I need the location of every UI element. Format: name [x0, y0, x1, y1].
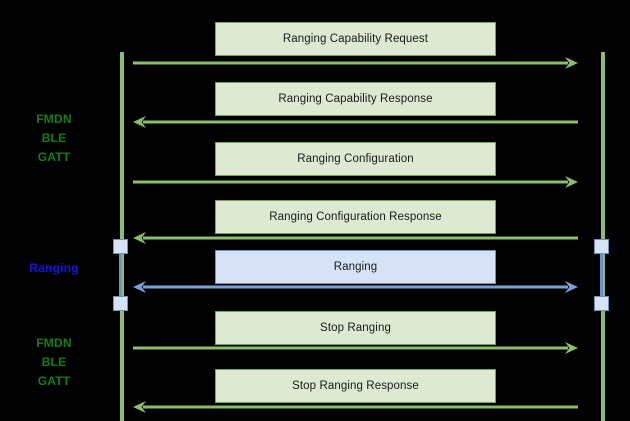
message-arrow-ranging-configuration	[133, 175, 578, 189]
phase-label-line: GATT	[37, 374, 71, 388]
message-label: Stop Ranging	[320, 322, 391, 334]
message-box-stop-ranging[interactable]: Stop Ranging	[215, 311, 496, 345]
message-arrow-ranging-configuration-response	[133, 231, 578, 245]
message-arrow-ranging-capability-response	[133, 115, 578, 129]
message-arrow-ranging-capability-request	[133, 56, 578, 70]
activation-right-start	[594, 239, 609, 254]
message-box-ranging-capability-request[interactable]: Ranging Capability Request	[215, 22, 496, 56]
message-box-ranging-configuration-response[interactable]: Ranging Configuration Response	[215, 200, 496, 234]
right-lifeline	[601, 52, 605, 421]
message-box-stop-ranging-response[interactable]: Stop Ranging Response	[215, 369, 496, 403]
message-arrow-stop-ranging	[133, 341, 578, 355]
phase-label-line: FMDN	[36, 112, 72, 126]
phase-label-line: FMDN	[36, 336, 72, 350]
message-label: Ranging Capability Request	[282, 33, 429, 45]
message-box-ranging-configuration[interactable]: Ranging Configuration	[215, 142, 496, 176]
message-box-ranging[interactable]: Ranging	[215, 250, 496, 284]
phase-label-line: GATT	[37, 150, 71, 164]
phase-fmdn-ble-gatt-bottom: FMDN BLE GATT	[0, 334, 108, 391]
message-label: Stop Ranging Response	[292, 380, 419, 392]
phase-label-line: Ranging	[29, 261, 79, 275]
message-label: Ranging Configuration Response	[269, 211, 442, 223]
activation-left-start	[113, 239, 128, 254]
message-arrow-stop-ranging-response	[133, 400, 578, 414]
left-lifeline	[120, 52, 124, 421]
message-label: Ranging Configuration	[297, 153, 414, 165]
phase-ranging: Ranging	[0, 259, 108, 278]
activation-bar-right	[600, 247, 603, 299]
message-box-ranging-capability-response[interactable]: Ranging Capability Response	[215, 82, 496, 116]
activation-left-end	[113, 296, 128, 311]
message-arrow-ranging	[133, 280, 578, 294]
activation-bar-left	[119, 247, 122, 299]
phase-label-line: BLE	[41, 131, 67, 145]
message-label: Ranging	[333, 261, 378, 273]
phase-label-line: BLE	[41, 355, 67, 369]
phase-fmdn-ble-gatt-top: FMDN BLE GATT	[0, 110, 108, 167]
message-label: Ranging Capability Response	[278, 93, 433, 105]
activation-right-end	[594, 296, 609, 311]
